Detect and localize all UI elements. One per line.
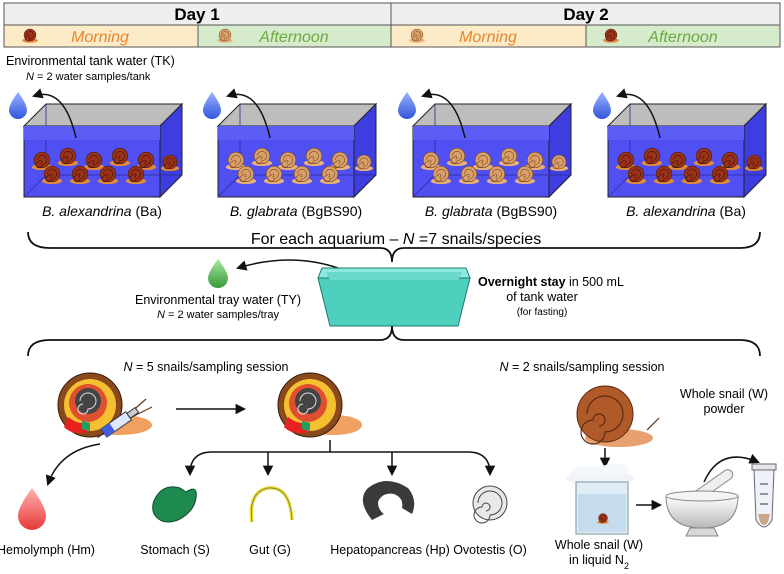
hepatopancreas-icon <box>362 481 415 520</box>
water-drop-icon <box>9 92 27 119</box>
sample-tube-icon <box>751 463 777 528</box>
tray-to-drop-arrow <box>235 259 339 271</box>
day-2-label: Day 2 <box>563 5 608 24</box>
dissection-n: N = 5 snails/sampling session <box>123 360 288 374</box>
tissue-label-hemolymph: Hemolymph (Hm) <box>0 543 95 557</box>
species-label: B. alexandrina (Ba) <box>626 203 746 219</box>
species-label: B. glabrata (BgBS90) <box>425 203 557 219</box>
tank-water-n: N = 2 water samples/tank <box>26 71 151 83</box>
aquarium-3 <box>412 103 572 198</box>
sampling-arrow <box>421 88 466 139</box>
whole-n: N = 2 snails/sampling session <box>499 360 664 374</box>
sampling-arrow <box>226 88 271 139</box>
whole-powder-line2: powder <box>704 402 745 416</box>
syringe-to-hemolymph-arrow <box>45 443 101 486</box>
mortar-pestle-icon <box>665 469 739 537</box>
aquarium-2 <box>217 103 377 198</box>
gut-icon <box>249 486 294 523</box>
stomach-icon <box>152 486 197 523</box>
aquarium-1 <box>23 103 183 198</box>
sampling-arrow <box>32 88 77 139</box>
blood-drop-icon <box>18 488 46 530</box>
day-2-morning-label: Morning <box>459 29 517 46</box>
aquarium-row: B. alexandrina (Ba) B. glabrata (BgBS90) B… <box>9 88 767 219</box>
aquarium-brace <box>27 231 761 263</box>
aquarium-4 <box>607 103 767 198</box>
dissected-snail-icon <box>277 372 362 438</box>
tray-water-n: N = 2 water samples/tray <box>157 309 279 321</box>
water-drop-icon <box>593 92 611 119</box>
water-drop-icon <box>203 92 221 119</box>
gut-icon-outline <box>251 487 293 523</box>
whole-liquid-line1: Whole snail (W) <box>555 538 643 552</box>
whole-snail-icon <box>576 385 660 447</box>
tissue-label-hepatopancreas: Hepatopancreas (Hp) <box>330 543 450 557</box>
day-1-label: Day 1 <box>174 5 219 24</box>
blood-drop-icon <box>208 259 228 288</box>
tissue-label-stomach: Stomach (S) <box>140 543 209 557</box>
tray-brace <box>27 325 761 357</box>
syringe-icon <box>97 406 140 439</box>
overnight-stay-text: Overnight stay in 500 mL <box>478 275 624 289</box>
tissue-tree <box>184 440 496 477</box>
whole-liquid-line2: in liquid N2 <box>569 553 629 571</box>
liquid-nitrogen-beaker-icon <box>566 464 634 535</box>
day-1-afternoon-label: Afternoon <box>258 29 328 46</box>
water-drop-icon <box>398 92 416 119</box>
dissected-snail-icon <box>57 372 153 438</box>
whole-powder-line1: Whole snail (W) <box>680 387 768 401</box>
overnight-stay-line3: (for fasting) <box>517 307 568 318</box>
sampling-arrow <box>616 88 661 139</box>
tray-icon <box>317 267 471 327</box>
day-2-afternoon-label: Afternoon <box>647 29 717 46</box>
species-label: B. glabrata (BgBS90) <box>230 203 362 219</box>
tray-water-title: Environmental tray water (TY) <box>135 293 301 307</box>
tissue-label-gut: Gut (G) <box>249 543 291 557</box>
overnight-stay-line2: of tank water <box>506 290 578 304</box>
species-label: B. alexandrina (Ba) <box>42 203 162 219</box>
day-1-morning-label: Morning <box>71 29 129 46</box>
aquarium-note: For each aquarium – N =7 snails/species <box>251 231 541 248</box>
ovotestis-icon <box>472 485 508 524</box>
tissue-label-ovotestis: Ovotestis (O) <box>453 543 527 557</box>
mortar-to-tube-arrow <box>703 453 760 483</box>
tank-water-title: Environmental tank water (TK) <box>6 54 175 68</box>
timeline-header: Day 1 Day 2 Morning Afternoon Morning Af… <box>3 2 781 48</box>
